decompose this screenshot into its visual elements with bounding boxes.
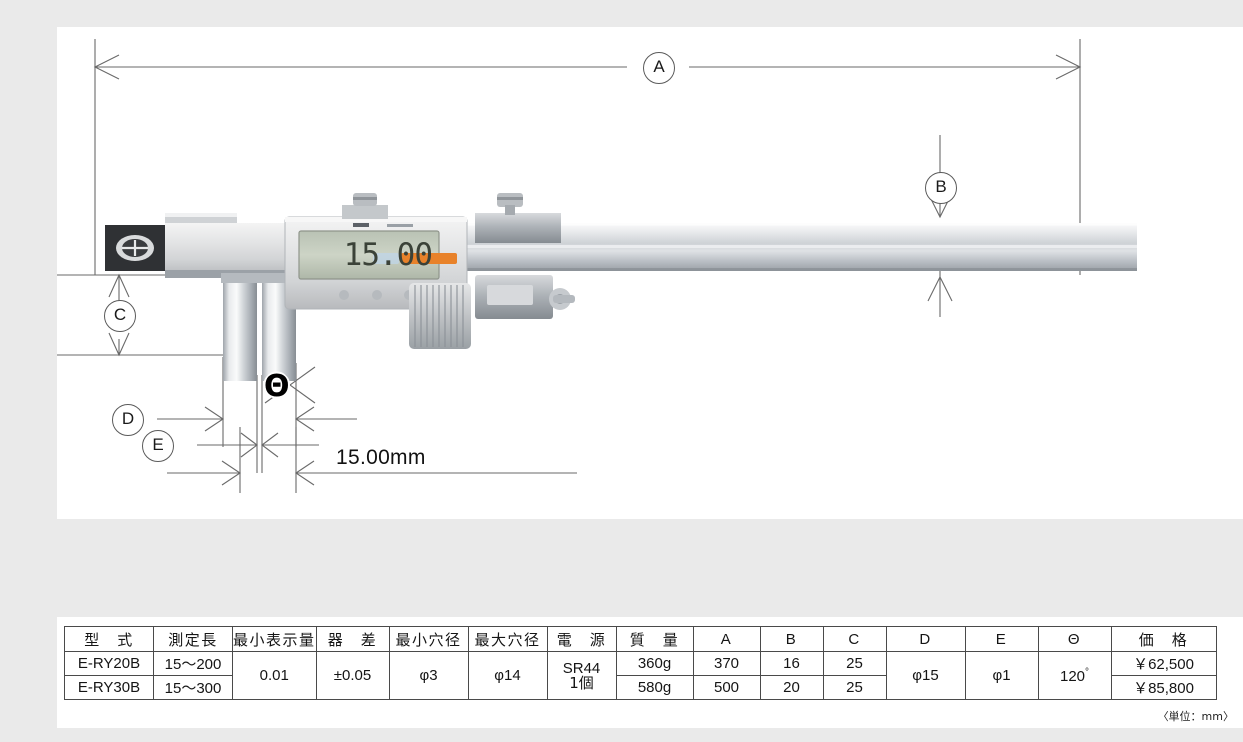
cell-model-1: E-RY20B (64, 651, 154, 676)
th-price: 価 格 (1110, 626, 1217, 652)
theta-unit: ° (1085, 666, 1090, 678)
cell-c-2: 25 (822, 675, 887, 700)
callout-b: B (925, 172, 957, 204)
cell-accuracy: ±0.05 (315, 651, 390, 700)
th-b: B (759, 626, 824, 652)
lcd-readout: 15.00 (343, 237, 433, 273)
theta-value: 120 (1060, 667, 1086, 685)
power-qty: 1個 (569, 673, 594, 692)
cell-price-1: ￥62,500 (1110, 651, 1217, 676)
th-c: C (822, 626, 887, 652)
callout-a: A (643, 52, 675, 84)
th-model: 型 式 (64, 626, 154, 652)
unit-note: 〈単位：mm〉 (1157, 710, 1234, 723)
drawing-panel: A B C D E Θ 15.00mm 15.00 (57, 27, 1243, 519)
table-row: E-RY20B 15～200 0.01 ±0.05 φ3 φ14 SR44 1個… (64, 651, 1217, 700)
cell-max-hole: φ14 (467, 651, 548, 700)
th-range: 測定長 (153, 626, 233, 652)
cell-theta: 120° (1037, 651, 1112, 700)
cell-price-2: ￥85,800 (1110, 675, 1217, 700)
th-a: A (692, 626, 761, 652)
callout-e: E (142, 430, 174, 462)
th-e: E (964, 626, 1039, 652)
th-min-hole: 最小穴径 (388, 626, 469, 652)
cell-b-2: 20 (759, 675, 824, 700)
callout-c: C (104, 300, 136, 332)
cell-weight-2: 580g (615, 675, 694, 700)
callout-d: D (112, 404, 144, 436)
cell-power: SR44 1個 (546, 651, 617, 700)
spec-table-panel: 型 式 測定長 最小表示量 器 差 最小穴径 最大穴径 電 源 質 量 A B … (57, 617, 1243, 728)
cell-resolution: 0.01 (232, 651, 317, 700)
th-theta: Θ (1037, 626, 1112, 652)
cell-a-2: 500 (692, 675, 761, 700)
cell-a-1: 370 (692, 651, 761, 676)
cell-weight-1: 360g (615, 651, 694, 676)
spec-table: 型 式 測定長 最小表示量 器 差 最小穴径 最大穴径 電 源 質 量 A B … (64, 626, 1217, 700)
table-header-row: 型 式 測定長 最小表示量 器 差 最小穴径 最大穴径 電 源 質 量 A B … (64, 626, 1217, 652)
table-row: E-RY30B 15～300 580g 500 20 25 ￥85,800 (64, 675, 1217, 700)
th-d: D (885, 626, 966, 652)
cell-e: φ1 (964, 651, 1039, 700)
callout-theta: Θ (264, 369, 290, 404)
cell-b-1: 16 (759, 651, 824, 676)
dimension-15mm-label: 15.00mm (334, 446, 428, 470)
dimension-lines (57, 39, 1082, 493)
th-accuracy: 器 差 (315, 626, 390, 652)
th-max-hole: 最大穴径 (467, 626, 548, 652)
cell-min-hole: φ3 (388, 651, 469, 700)
cell-range-2: 15～300 (153, 675, 233, 700)
cell-model-2: E-RY30B (64, 675, 154, 700)
th-resolution: 最小表示量 (232, 626, 317, 652)
cell-c-1: 25 (822, 651, 887, 676)
th-weight: 質 量 (615, 626, 694, 652)
cell-d: φ15 (885, 651, 966, 700)
cell-range-1: 15～200 (153, 651, 233, 676)
th-power: 電 源 (546, 626, 617, 652)
power-type: SR44 (562, 659, 601, 677)
